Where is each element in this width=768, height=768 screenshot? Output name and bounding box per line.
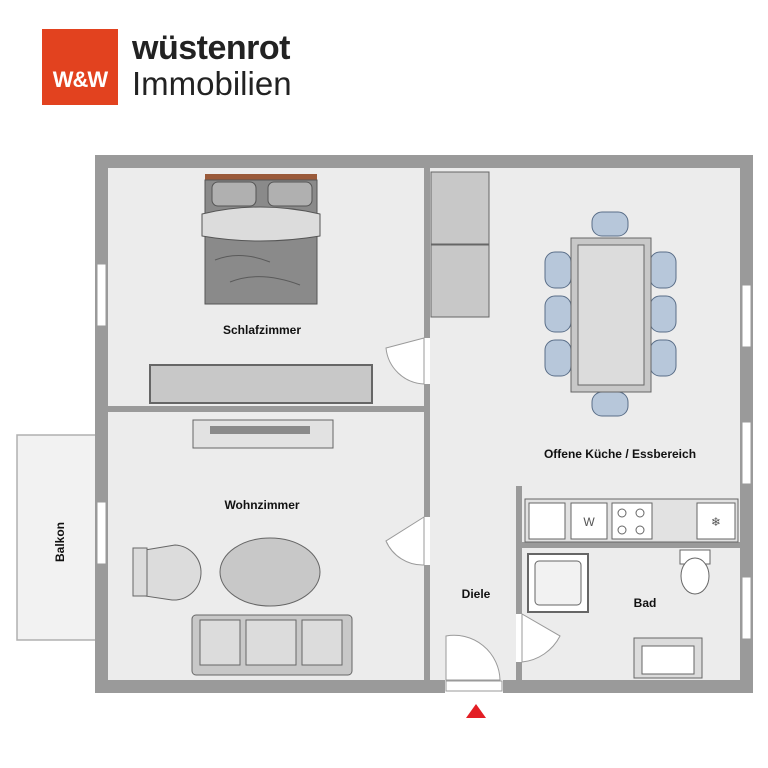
dining-chairs xyxy=(544,211,677,417)
wardrobe xyxy=(149,364,373,404)
room-label-diele: Diele xyxy=(462,587,491,601)
room-label-wohnzimmer: Wohnzimmer xyxy=(224,498,299,512)
washer-label: W xyxy=(583,515,595,529)
company-logo: W&W wüstenrot Immobilien xyxy=(42,29,302,109)
freezer-icon: ❄ xyxy=(711,515,721,529)
logo-mark-text: W&W xyxy=(52,67,108,92)
room-label-bad: Bad xyxy=(634,596,657,610)
kitchen-counter xyxy=(524,498,739,543)
shower xyxy=(527,553,589,613)
kitchen-cabinet xyxy=(430,171,490,318)
room-label-kueche: Offene Küche / Essbereich xyxy=(544,447,696,461)
entrance-marker-icon xyxy=(466,704,486,718)
brand-subtitle: Immobilien xyxy=(132,65,292,102)
room-label-balkon: Balkon xyxy=(53,522,67,562)
doors xyxy=(385,337,561,681)
windows xyxy=(96,263,752,692)
sofa xyxy=(191,614,353,676)
brand-name: wüstenrot xyxy=(132,29,290,67)
coffee-table xyxy=(219,537,321,607)
logo-mark-box xyxy=(42,29,118,105)
dining-table xyxy=(570,237,652,393)
washbasin xyxy=(633,637,703,679)
room-labels: Schlafzimmer Wohnzimmer Offene Küche / E… xyxy=(53,323,696,610)
bed xyxy=(201,174,321,305)
toilet xyxy=(679,549,711,595)
armchair xyxy=(132,544,202,601)
tv-stand xyxy=(192,419,334,449)
room-label-schlafzimmer: Schlafzimmer xyxy=(223,323,301,337)
